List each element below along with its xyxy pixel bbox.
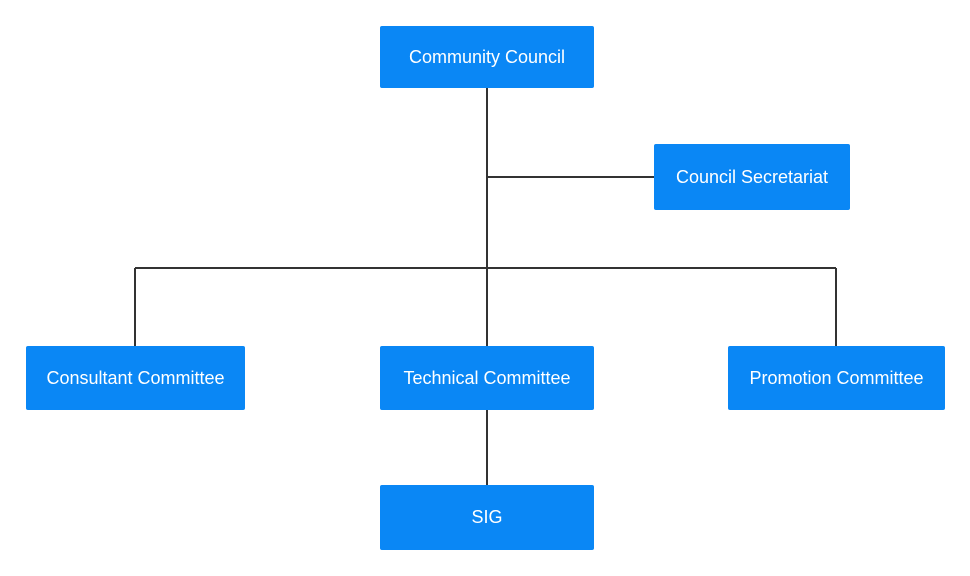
node-promotion-committee[interactable]: Promotion Committee xyxy=(728,346,945,410)
node-community-council[interactable]: Community Council xyxy=(380,26,594,88)
node-consultant-committee[interactable]: Consultant Committee xyxy=(26,346,245,410)
node-sig[interactable]: SIG xyxy=(380,485,594,550)
node-technical-committee[interactable]: Technical Committee xyxy=(380,346,594,410)
node-council-secretariat[interactable]: Council Secretariat xyxy=(654,144,850,210)
